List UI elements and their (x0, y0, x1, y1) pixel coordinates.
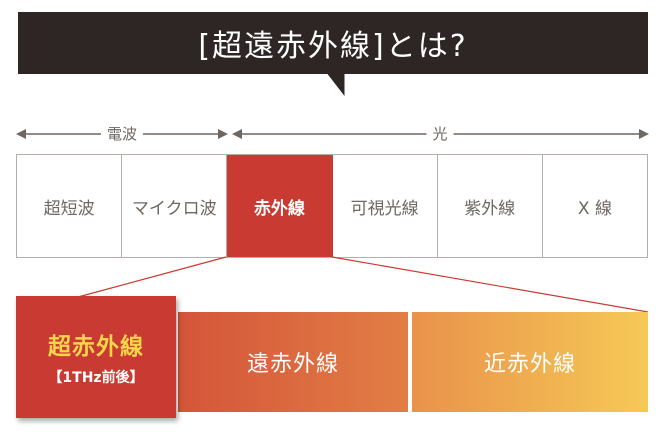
far-infrared-band: 遠赤外線 (178, 312, 408, 412)
near-infrared-label: 近赤外線 (483, 352, 576, 377)
light-range-arrowhead-right (639, 129, 649, 139)
light-label: 光 (426, 124, 454, 144)
thz-infrared-title: 超赤外線 (48, 334, 144, 360)
spectrum-cell-ultraviolet: 紫外線 (438, 155, 543, 257)
spectrum-bar: 超短波 マイクロ波 赤外線 可視光線 紫外線 X 線 (16, 154, 648, 258)
spectrum-cell-visible: 可視光線 (333, 155, 438, 257)
radio-wave-label: 電波 (100, 124, 144, 144)
spectrum-cell-xray: X 線 (577, 198, 612, 219)
zoom-line-right (331, 256, 649, 313)
radio-range-arrowhead-right (218, 129, 228, 139)
radio-range-arrowhead-left (16, 129, 26, 139)
zoom-line-left (77, 256, 227, 298)
spectrum-cell-vhf: 超短波 (17, 155, 123, 257)
spectrum-cell-microwave: マイクロ波 (122, 155, 228, 257)
thz-infrared-box: 超赤外線 【1THz前後】 (16, 296, 176, 418)
far-infrared-label: 遠赤外線 (246, 352, 339, 377)
thz-infrared-subtitle: 【1THz前後】 (48, 370, 144, 386)
title-bubble: [超遠赤外線]とは? (18, 12, 648, 74)
spectrum-cell-infrared: 赤外線 (227, 155, 333, 257)
light-range-arrowhead-left (232, 129, 242, 139)
page-title: [超遠赤外線]とは? (198, 29, 468, 64)
near-infrared-band: 近赤外線 (412, 312, 648, 412)
